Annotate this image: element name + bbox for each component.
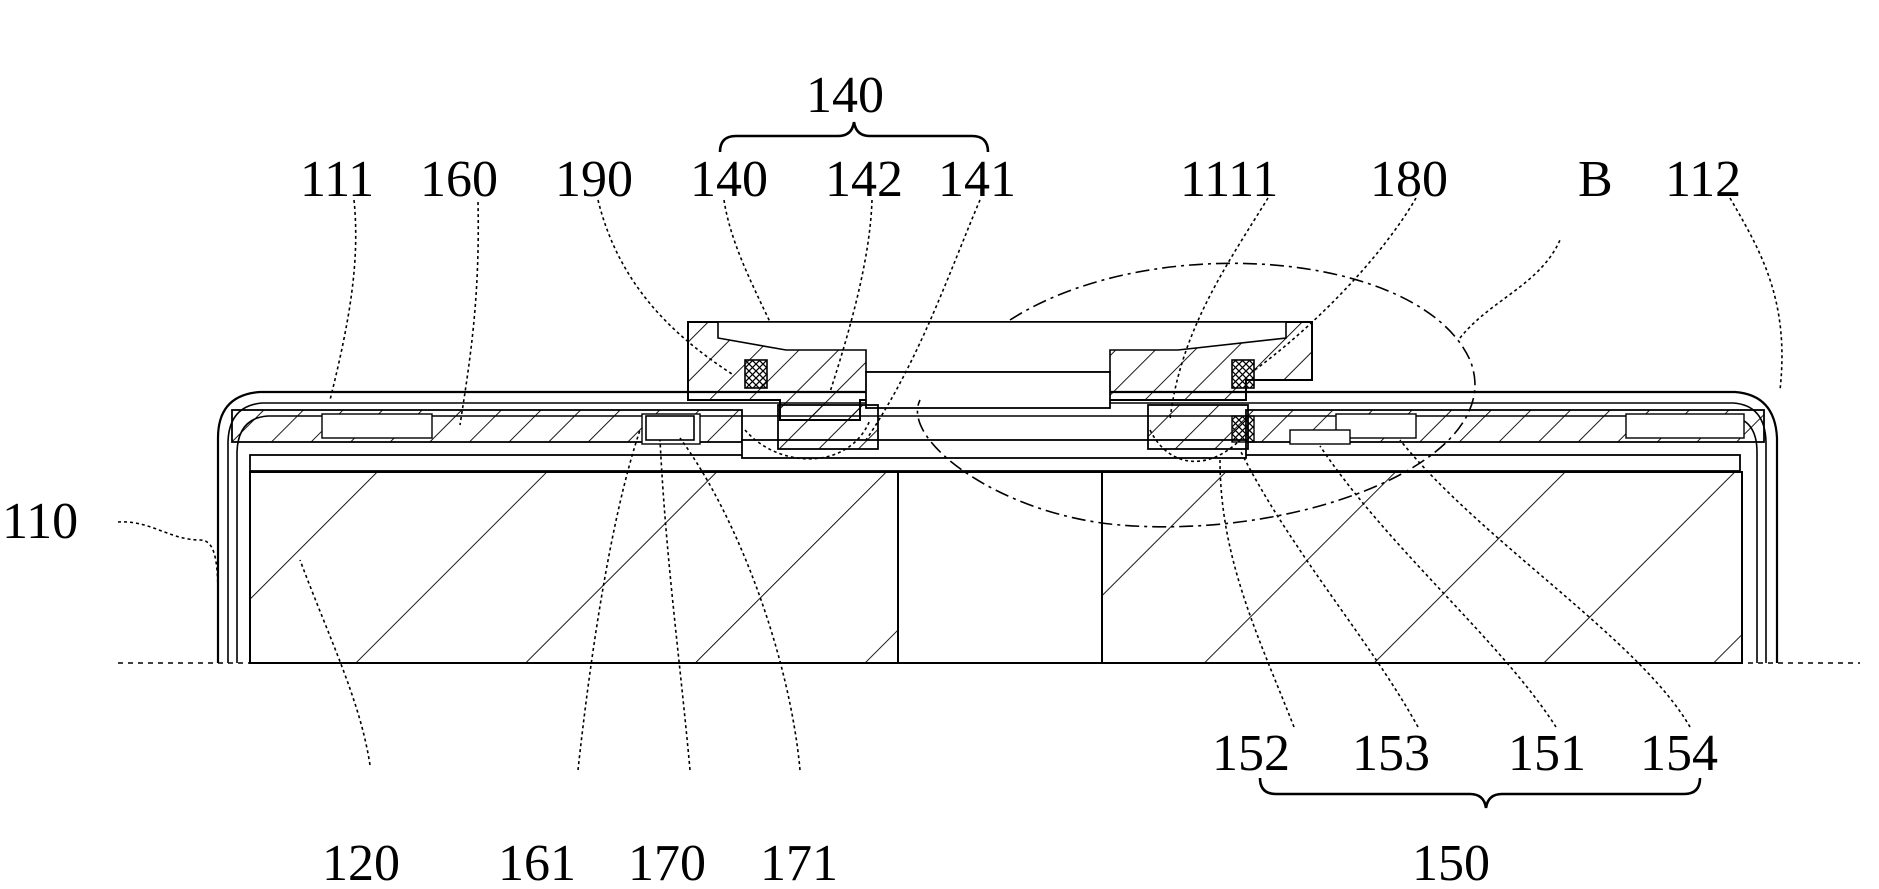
connector-170 (646, 416, 694, 440)
brace-140 (720, 122, 988, 152)
label-180: 180 (1370, 151, 1448, 208)
label-190: 190 (555, 151, 633, 208)
label-160: 160 (420, 151, 498, 208)
label-140-group: 140 (806, 67, 884, 124)
label-141: 141 (938, 151, 1016, 208)
label-1111: 1111 (1180, 151, 1278, 208)
label-161: 161 (498, 835, 576, 889)
label-171: 171 (760, 835, 838, 889)
seal-190 (745, 360, 767, 388)
label-150: 150 (1412, 835, 1490, 889)
brace-150 (1260, 778, 1700, 808)
label-111: 111 (300, 151, 374, 208)
label-154: 154 (1640, 725, 1718, 782)
label-142: 142 (825, 151, 903, 208)
label-B: B (1578, 151, 1613, 208)
connection-plate (250, 440, 1740, 471)
label-112: 112 (1665, 151, 1741, 208)
label-120: 120 (322, 835, 400, 889)
label-151: 151 (1508, 725, 1586, 782)
electrode-assembly-120 (250, 472, 1742, 663)
label-153: 153 (1352, 725, 1430, 782)
insulator-160 (232, 410, 1764, 444)
label-140: 140 (690, 151, 768, 208)
seal-180 (1232, 360, 1254, 388)
label-110: 110 (2, 493, 78, 550)
label-170: 170 (628, 835, 706, 889)
terminal-140 (688, 322, 1312, 449)
label-152: 152 (1212, 725, 1290, 782)
